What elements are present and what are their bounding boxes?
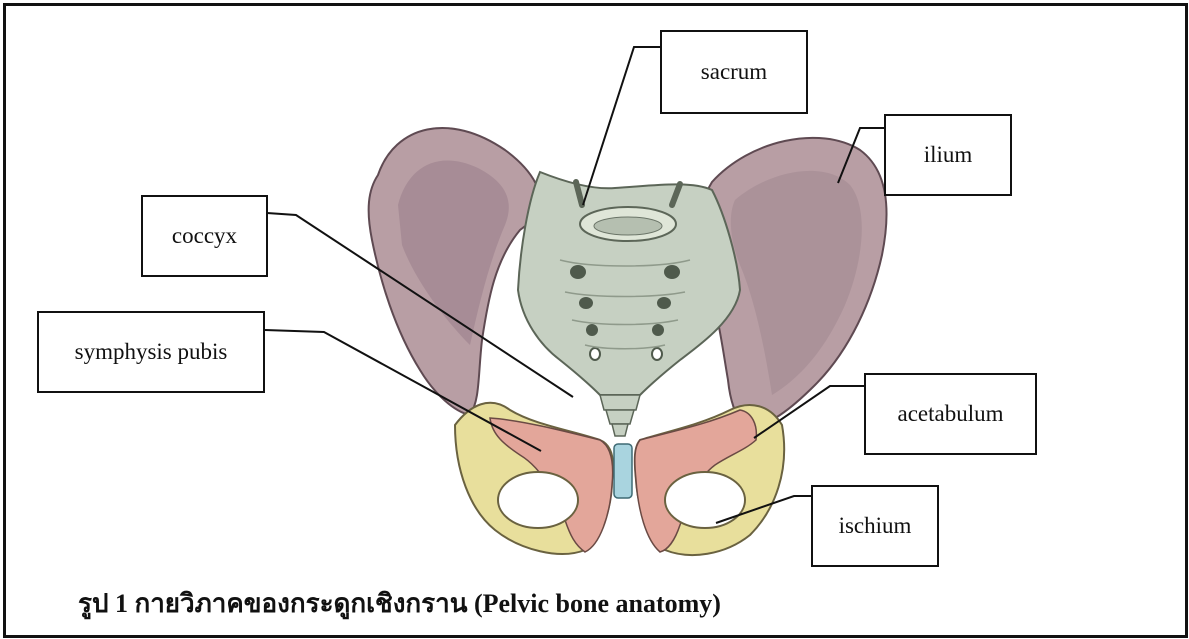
label-sacrum: sacrum	[660, 30, 808, 114]
figure-caption: รูป 1 กายวิภาคของกระดูกเชิงกราน (Pelvic …	[78, 583, 721, 624]
left-pubis-ischium	[455, 403, 613, 554]
sacrum-leader	[583, 47, 660, 205]
label-ilium: ilium	[884, 114, 1012, 196]
left-ilium	[369, 128, 542, 415]
right-pubis-ischium	[635, 405, 784, 555]
label-symphysis-pubis: symphysis pubis	[37, 311, 265, 393]
coccyx-bone	[600, 395, 640, 436]
label-ischium: ischium	[811, 485, 939, 567]
label-coccyx: coccyx	[141, 195, 268, 277]
label-acetabulum: acetabulum	[864, 373, 1037, 455]
symphysis-cartilage	[614, 444, 632, 498]
sacrum-bone	[518, 172, 740, 395]
